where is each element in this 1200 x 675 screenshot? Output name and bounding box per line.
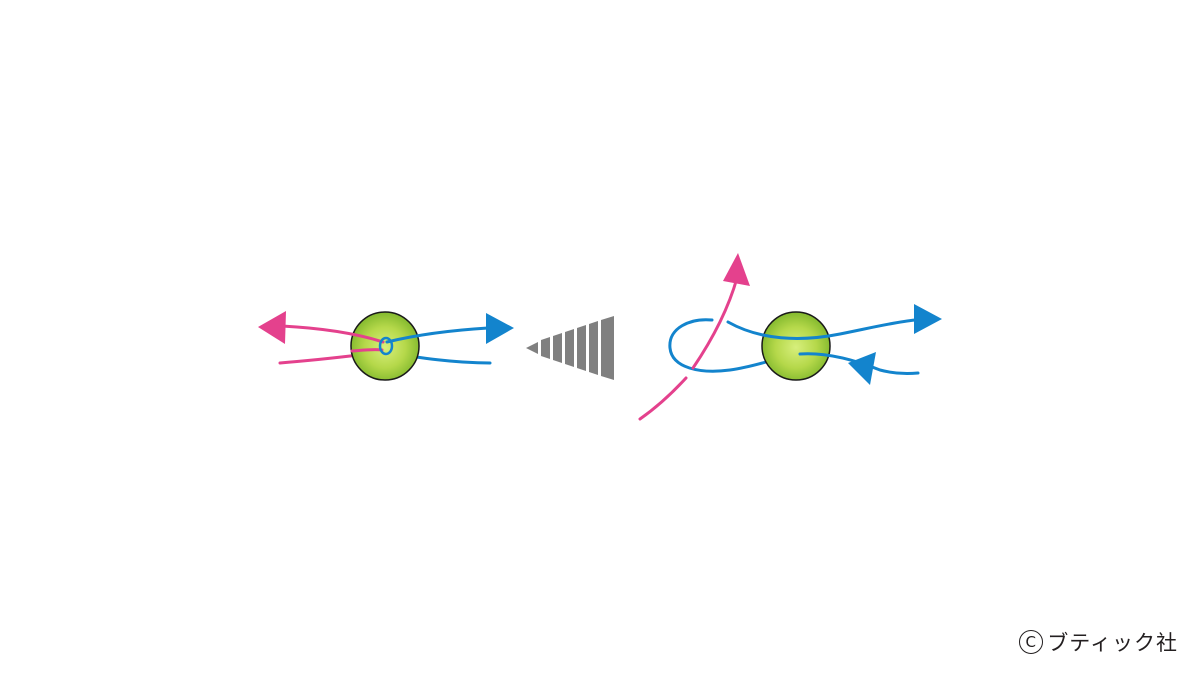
pink-cord-diagonal-upper bbox=[691, 276, 739, 370]
pink-arrowhead-left bbox=[258, 311, 286, 344]
copyright-icon: C bbox=[1019, 630, 1044, 654]
pink-cord-pull-left bbox=[280, 324, 385, 344]
publisher-name: ブティック社 bbox=[1047, 631, 1178, 655]
blue-cord-top bbox=[726, 318, 917, 340]
direction-arrow-icon bbox=[526, 316, 614, 380]
pink-cord-diagonal-lower bbox=[638, 376, 688, 421]
left-figure bbox=[258, 311, 514, 381]
blue-arrowhead-right bbox=[486, 313, 514, 344]
copyright-credit: C ブティック社 bbox=[1019, 627, 1178, 657]
knot-loop bbox=[378, 336, 394, 356]
blue-arrowhead-right bbox=[914, 304, 942, 334]
pink-cord-center bbox=[350, 348, 384, 353]
blue-cord-pull-right bbox=[385, 326, 490, 344]
blue-cord-bottom bbox=[798, 352, 920, 376]
bead-right bbox=[761, 311, 831, 381]
blue-arrowhead-left bbox=[848, 352, 876, 385]
pink-arrowhead-up bbox=[723, 253, 750, 286]
bead-left bbox=[350, 311, 420, 381]
right-figure bbox=[638, 253, 942, 421]
